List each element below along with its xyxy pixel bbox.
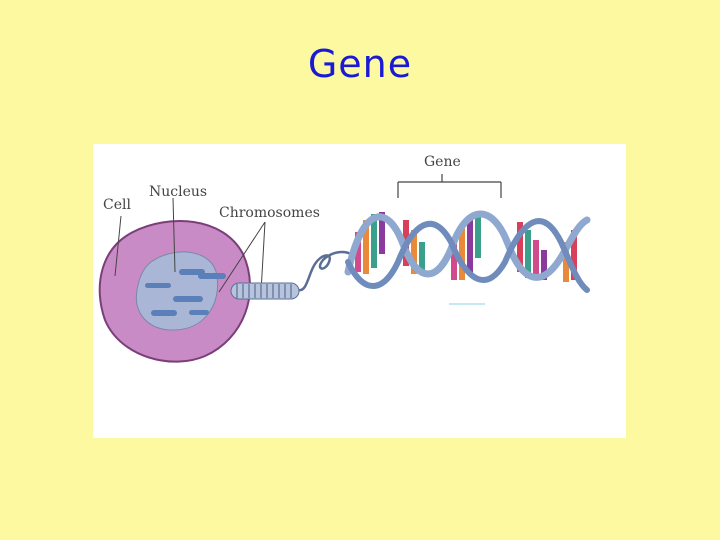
- gene-diagram: Cell Nucleus Chromosomes Gene: [93, 144, 626, 438]
- dna-helix: [344, 210, 591, 305]
- gene-diagram-svg: Cell Nucleus Chromosomes Gene: [98, 154, 591, 363]
- chromosome-bars: [145, 269, 226, 316]
- chromatin-coil: [230, 250, 352, 300]
- gene-label: Gene: [424, 154, 461, 170]
- slide-title: Gene: [307, 42, 413, 86]
- helix-strand-a: [344, 210, 591, 281]
- label-leaders: [114, 197, 266, 293]
- gene-bracket: [397, 174, 502, 198]
- helix-strand-b: [345, 218, 590, 293]
- chromosomes-label: Chromosomes: [219, 205, 320, 221]
- nucleus-label: Nucleus: [149, 184, 207, 200]
- cell-label: Cell: [103, 197, 131, 213]
